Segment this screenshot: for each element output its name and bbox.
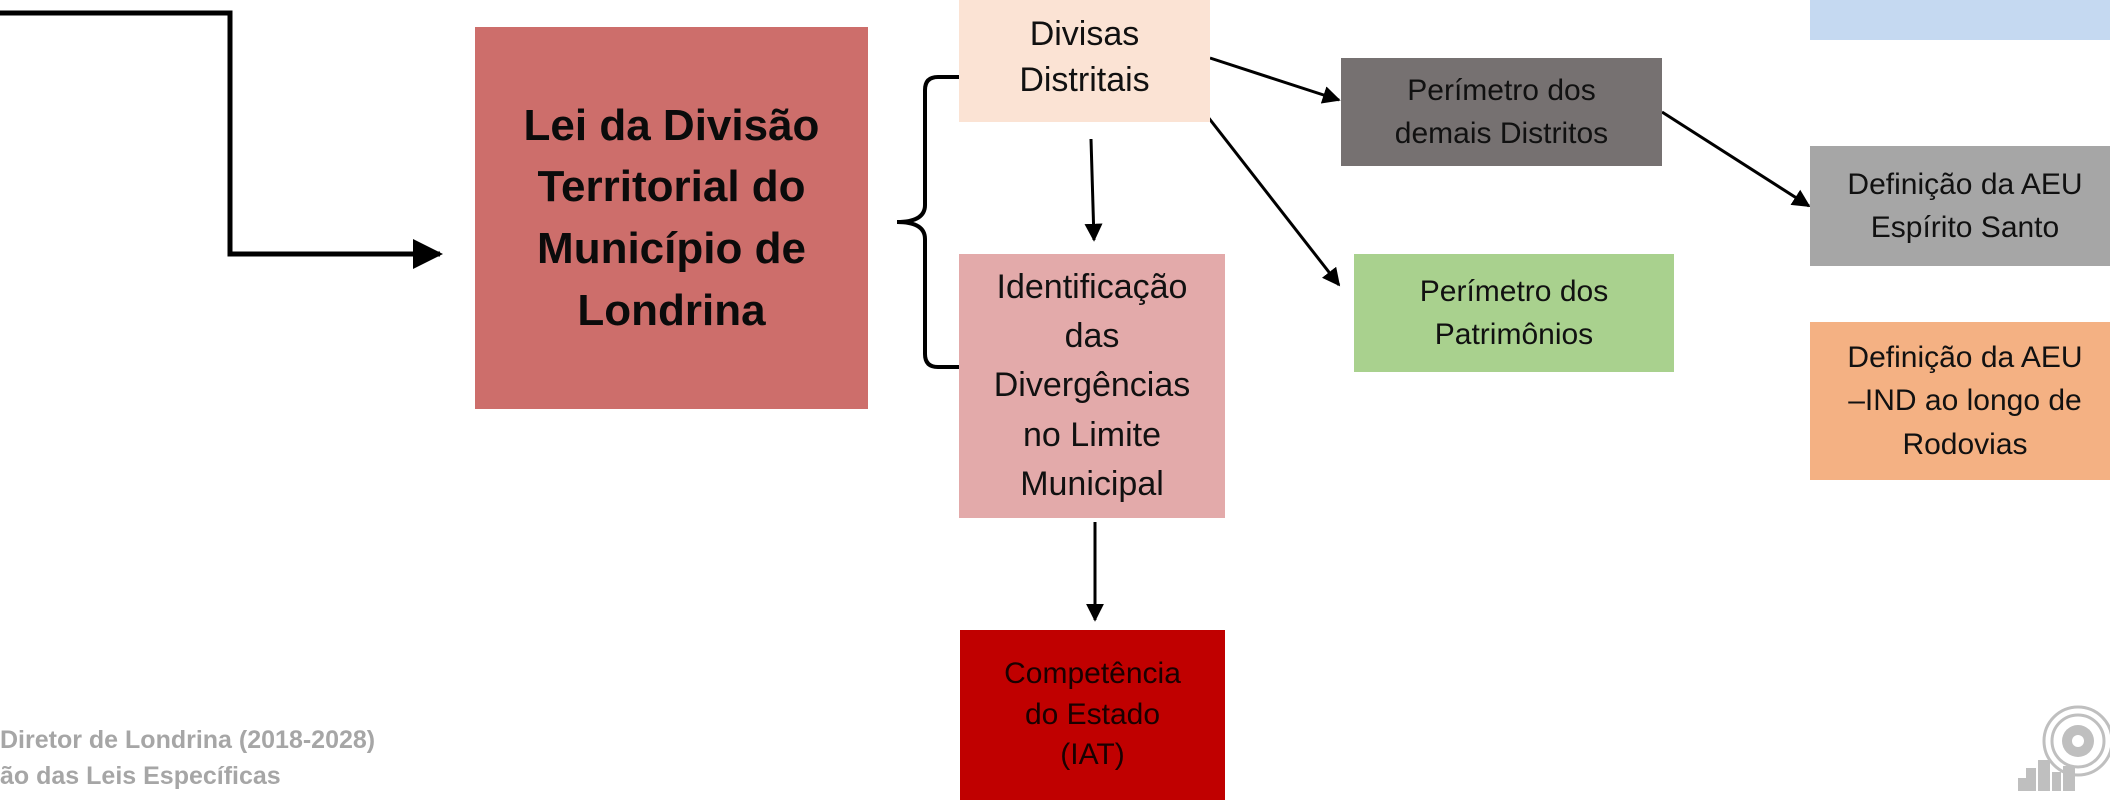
arrow-distritos-aeu-espirito — [1661, 110, 1811, 208]
top-right-box — [1810, 0, 2110, 40]
identificacao-divergencias-label: Identificação das Divergências no Limite… — [993, 267, 1191, 503]
identificacao-divergencias-box: Identificação das Divergências no Limite… — [959, 254, 1225, 518]
main-law-label: Lei da Divisão Territorial do Município … — [523, 100, 820, 335]
competencia-estado-label: Competência do Estado (IAT) — [1004, 657, 1181, 772]
perimetro-distritos-label: Perímetro dos demais Distritos — [1394, 73, 1609, 151]
arrow-divisas-perimetro-patrimonios — [1206, 116, 1341, 287]
aeu-espirito-santo-label: Definição da AEU Espírito Santo — [1847, 167, 2083, 245]
incoming-connector — [0, 10, 443, 269]
competencia-estado-box: Competência do Estado (IAT) — [960, 630, 1225, 800]
perimetro-patrimonios-label: Perímetro dos Patrimônios — [1419, 274, 1609, 352]
aeu-espirito-santo-box: Definição da AEU Espírito Santo — [1810, 146, 2110, 266]
footer-title: Diretor de Londrina (2018-2028) — [0, 726, 376, 754]
aeu-ind-box: Definição da AEU –IND ao longo de Rodovi… — [1810, 322, 2110, 480]
perimetro-patrimonios-box: Perímetro dos Patrimônios — [1354, 254, 1674, 372]
aeu-ind-label: Definição da AEU –IND ao longo de Rodovi… — [1847, 340, 2083, 461]
perimetro-distritos-box: Perímetro dos demais Distritos — [1341, 58, 1662, 166]
arrow-divisas-identificacao — [1084, 138, 1103, 242]
divisas-distritais-label: Divisas Distritais — [1019, 15, 1150, 99]
arrow-divisas-perimetro-distritos — [1209, 56, 1341, 104]
footer-subtitle: ão das Leis Específicas — [0, 762, 281, 790]
city-logo-icon — [2018, 705, 2110, 791]
curly-brace — [896, 75, 960, 369]
divisas-distritais-box: Divisas Distritais — [959, 0, 1210, 122]
main-law-box: Lei da Divisão Territorial do Município … — [475, 27, 868, 409]
